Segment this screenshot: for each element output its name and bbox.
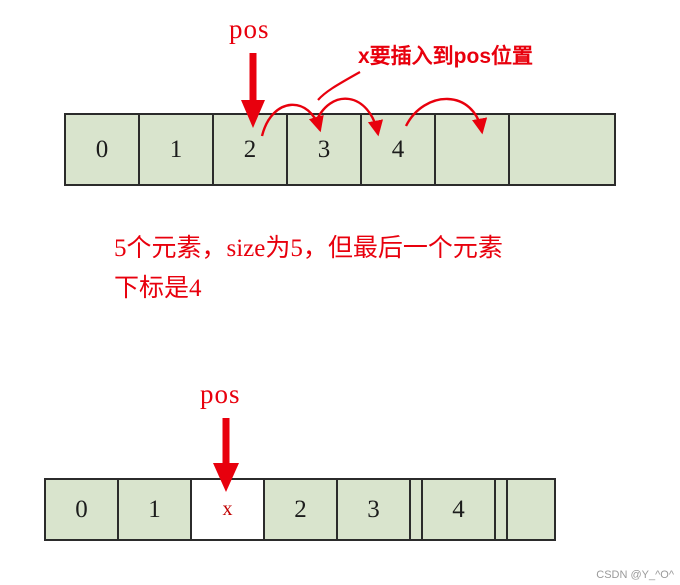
pos-label-bottom: pos: [200, 379, 241, 409]
array-cell: 1: [140, 115, 214, 184]
array-cell: [411, 480, 423, 539]
array-cell: 2: [214, 115, 288, 184]
array-cell: 1: [119, 480, 192, 539]
explanation-line-2: 下标是4: [114, 275, 202, 302]
explanation-line-1: 5个元素，size为5，但最后一个元素: [114, 235, 503, 262]
insert-note-label: x要插入到pos位置: [358, 45, 534, 68]
array-cell: 4: [423, 480, 496, 539]
array-after-insert: 0 1 x 2 3 4: [44, 478, 556, 541]
array-cell: 2: [265, 480, 338, 539]
array-cell: 3: [338, 480, 411, 539]
note-connector: [317, 71, 361, 101]
array-cell-inserted: x: [192, 480, 265, 539]
array-cell: [510, 115, 584, 184]
array-cell: [496, 480, 508, 539]
watermark: CSDN @Y_^O^: [596, 569, 674, 581]
array-cell: 4: [362, 115, 436, 184]
pos-label-top: pos: [229, 14, 270, 44]
array-cell: [436, 115, 510, 184]
array-cell: 3: [288, 115, 362, 184]
array-cell: 0: [46, 480, 119, 539]
array-cell: 0: [66, 115, 140, 184]
array-cell: [508, 480, 581, 539]
array-before-insert: 0 1 2 3 4: [64, 113, 616, 186]
